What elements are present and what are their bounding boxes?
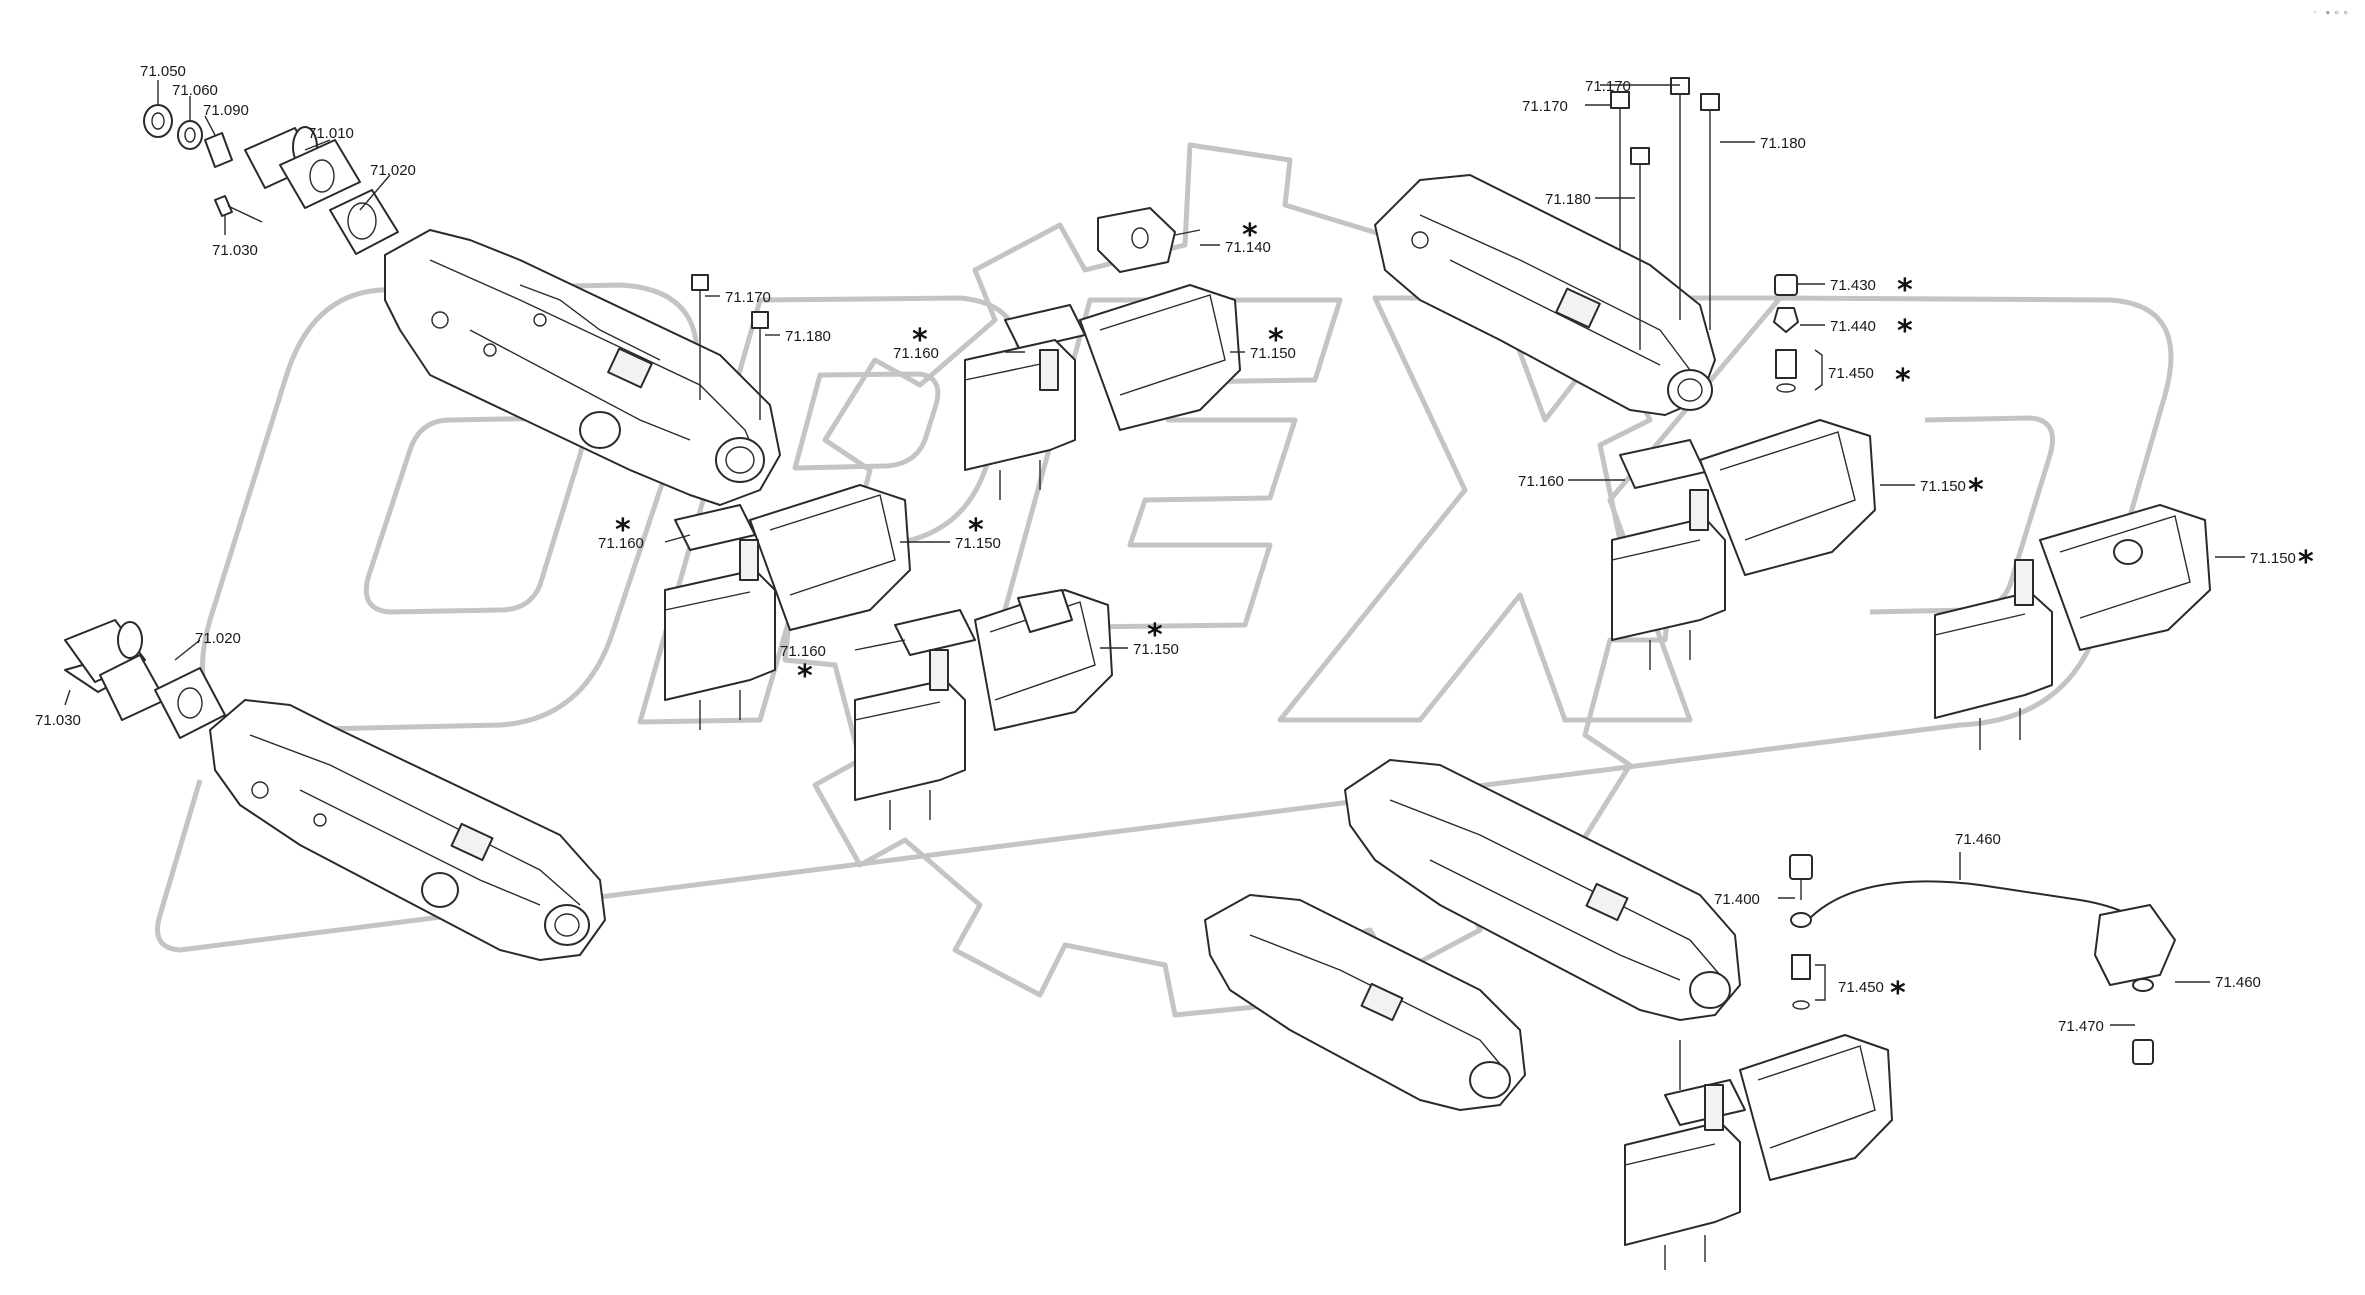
top-right-assembly (1374, 77, 1799, 416)
label-71-180-right-a: 71.180 (1760, 135, 1806, 152)
lower-left-assembly (64, 619, 606, 961)
asterisk-71-160-b: * (615, 513, 631, 548)
label-71-170-right-a: 71.170 (1585, 78, 1631, 95)
label-71-470: 71.470 (2058, 1018, 2104, 1035)
label-71-150-a: 71.150 (1250, 345, 1296, 362)
actuator-mid-left (664, 484, 911, 730)
top-left-assembly (143, 104, 781, 506)
asterisk-71-150-e: * (2298, 545, 2314, 580)
asterisk-71-160-c: * (797, 659, 813, 694)
actuator-mid-right (854, 589, 1113, 830)
label-71-160-b: 71.160 (598, 535, 644, 552)
label-71-030-mid: 71.030 (35, 712, 81, 729)
bottom-right-housings (1204, 759, 2176, 1111)
actuator-top-center (964, 207, 1241, 500)
label-71-150-e: 71.150 (2250, 550, 2296, 567)
label-71-060: 71.060 (172, 82, 218, 99)
label-71-430: 71.430 (1830, 277, 1876, 294)
actuator-right-isolated (1934, 504, 2211, 750)
asterisk-71-160-a: * (912, 323, 928, 358)
asterisk-71-450-top: * (1895, 363, 1911, 398)
label-71-440: 71.440 (1830, 318, 1876, 335)
corner-dots: · ∙∘∘ (2313, 6, 2351, 19)
label-71-160-c: 71.160 (780, 643, 826, 660)
label-71-150-c: 71.150 (1133, 641, 1179, 658)
label-71-450-bottom: 71.450 (1838, 979, 1884, 996)
asterisk-71-150-d: * (1968, 473, 1984, 508)
label-71-050: 71.050 (140, 63, 186, 80)
asterisk-71-140: * (1242, 218, 1258, 253)
label-71-090: 71.090 (203, 102, 249, 119)
label-71-030-top: 71.030 (212, 242, 258, 259)
label-71-460-right: 71.460 (2215, 974, 2261, 991)
label-71-160-a: 71.160 (893, 345, 939, 362)
part-labels: 71.050 71.060 71.090 71.010 71.020 71.03… (35, 63, 2314, 1035)
label-71-010: 71.010 (308, 125, 354, 142)
label-71-170-left: 71.170 (725, 289, 771, 306)
label-71-140: 71.140 (1225, 239, 1271, 256)
asterisk-71-450-bottom: * (1890, 976, 1906, 1011)
label-71-170-right-b: 71.170 (1522, 98, 1568, 115)
label-71-180-right-b: 71.180 (1545, 191, 1591, 208)
label-71-150-d: 71.150 (1920, 478, 1966, 495)
label-71-460-top: 71.460 (1955, 831, 2001, 848)
label-71-150-b: 71.150 (955, 535, 1001, 552)
asterisk-71-150-b: * (968, 513, 984, 548)
label-71-180-left: 71.180 (785, 328, 831, 345)
asterisk-71-440: * (1897, 314, 1913, 349)
asterisk-71-430: * (1897, 273, 1913, 308)
actuator-right-upper (1611, 419, 1876, 670)
actuator-bottom (1624, 1034, 1893, 1270)
asterisk-71-150-c: * (1147, 618, 1163, 653)
label-71-450-top: 71.450 (1828, 365, 1874, 382)
label-71-020-top: 71.020 (370, 162, 416, 179)
label-71-400: 71.400 (1714, 891, 1760, 908)
label-71-160-d: 71.160 (1518, 473, 1564, 490)
label-71-020-mid: 71.020 (195, 630, 241, 647)
leader-lines (64, 80, 2245, 1090)
asterisk-71-150-a: * (1268, 323, 1284, 358)
